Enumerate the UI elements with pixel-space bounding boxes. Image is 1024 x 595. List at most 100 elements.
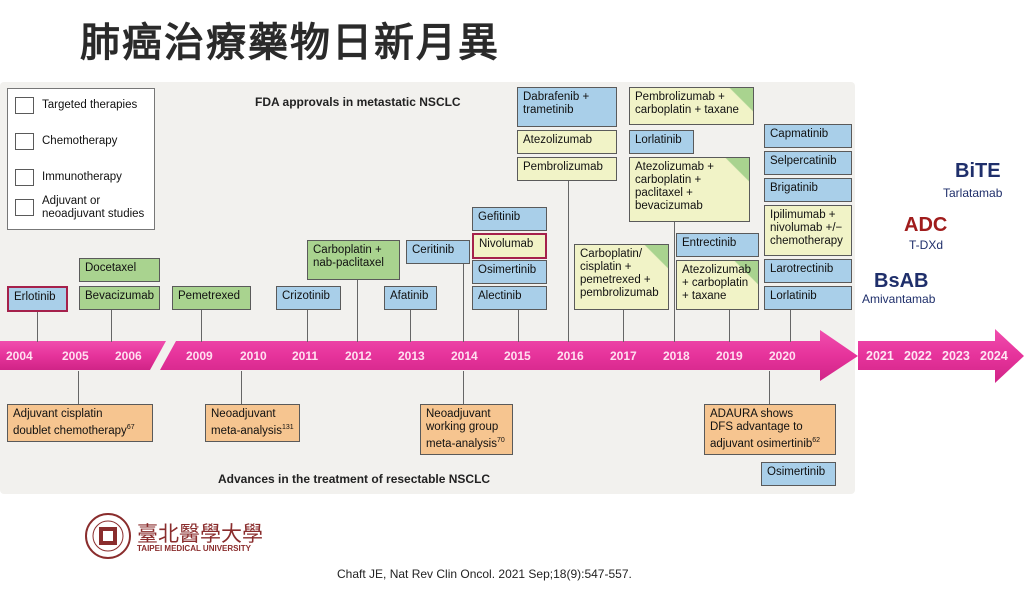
legend-swatch-immuno (15, 169, 34, 186)
approval-brigatinib: Brigatinib (764, 178, 852, 202)
timeline-arrow (0, 329, 1024, 383)
connector-line (241, 371, 242, 406)
fda-approvals-heading: FDA approvals in metastatic NSCLC (255, 95, 461, 109)
approval-osimertinib: Osimertinib (472, 260, 547, 284)
year-2023: 2023 (942, 349, 970, 363)
approval-alectinib: Alectinib (472, 286, 547, 310)
resectable-heading: Advances in the treatment of resectable … (218, 472, 491, 486)
legend-swatch-adjuvant (15, 199, 34, 216)
year-2006: 2006 (115, 349, 142, 363)
approval-bevacizumab: Bevacizumab (79, 286, 160, 310)
year-2020: 2020 (769, 349, 796, 363)
resectable-osimertinib: Osimertinib (761, 462, 836, 486)
approval-larotrectinib: Larotrectinib (764, 259, 852, 283)
new-agent-bsab-label: BsAB (874, 270, 929, 292)
university-logo-icon (85, 513, 131, 559)
connector-line (729, 310, 730, 342)
resectable-adaura: ADAURA shows DFS advantage to adjuvant o… (704, 404, 836, 455)
approval-atezolizumab-carboplatin-paclitaxel-bevacizumab: Atezolizumab + carboplatin + paclitaxel … (629, 157, 750, 222)
year-2019: 2019 (716, 349, 743, 363)
university-name-english: TAIPEI MEDICAL UNIVERSITY (137, 544, 251, 553)
university-name: 臺北醫學大學 (137, 522, 263, 546)
approval-dabrafenib-trametinib: Dabrafenib + trametinib (517, 87, 617, 127)
reference-superscript: 131 (281, 424, 294, 431)
year-2010: 2010 (240, 349, 267, 363)
approval-carboplatin-pemetrexed-pembrolizumab: Carboplatin/ cisplatin + pemetrexed + pe… (574, 244, 669, 310)
approval-selpercatinib: Selpercatinib (764, 151, 852, 175)
year-2017: 2017 (610, 349, 637, 363)
approval-ipilimumab-nivolumab-chemotherapy: Ipilimumab + nivolumab +/− chemotherapy (764, 205, 852, 256)
resectable-neoadjuvant-meta-analysis-text: Neoadjuvant meta-analysis (211, 408, 282, 437)
connector-line (463, 371, 464, 406)
new-agent-bite-label: BiTE (955, 160, 1001, 182)
approval-atezolizumab-carboplatin-taxane: Atezolizumab + carboplatin + taxane (676, 260, 759, 310)
year-2018: 2018 (663, 349, 690, 363)
approval-afatinib: Afatinib (384, 286, 437, 310)
legend-label-immuno: Immunotherapy (42, 171, 122, 183)
timeline-arrow-main (0, 341, 166, 370)
approval-pemetrexed: Pemetrexed (172, 286, 251, 310)
legend-label-chemo: Chemotherapy (42, 135, 118, 147)
year-2021: 2021 (866, 349, 894, 363)
timeline-arrow-segment (160, 330, 858, 381)
year-2009: 2009 (186, 349, 213, 363)
connector-line (463, 262, 464, 342)
connector-line (37, 312, 38, 342)
reference-superscript: 62 (812, 437, 821, 444)
approval-lorlatinib-2018: Lorlatinib (629, 130, 694, 154)
approval-pembrolizumab: Pembrolizumab (517, 157, 617, 181)
resectable-adaura-text: ADAURA shows DFS advantage to adjuvant o… (710, 408, 813, 450)
connector-line (78, 371, 79, 406)
connector-line (769, 371, 770, 406)
approval-atezolizumab: Atezolizumab (517, 130, 617, 154)
page-title: 肺癌治療藥物日新月異 (80, 20, 500, 66)
approval-gefitinib: Gefitinib (472, 207, 547, 231)
year-2012: 2012 (345, 349, 372, 363)
approval-lorlatinib-2020: Lorlatinib (764, 286, 852, 310)
connector-line (674, 222, 675, 342)
approval-capmatinib: Capmatinib (764, 124, 852, 148)
approval-ceritinib: Ceritinib (406, 240, 470, 264)
connector-line (410, 310, 411, 342)
reference-superscript: 70 (496, 437, 505, 444)
year-2016: 2016 (557, 349, 584, 363)
connector-line (568, 180, 569, 342)
new-agent-bite-drug: Tarlatamab (943, 186, 1003, 200)
resectable-neoadjuvant-meta-analysis: Neoadjuvant meta-analysis131 (205, 404, 300, 442)
year-2004: 2004 (6, 349, 33, 363)
connector-line (518, 310, 519, 342)
reference-superscript: 67 (126, 424, 135, 431)
approval-pembrolizumab-carboplatin-taxane: Pembrolizumab + carboplatin + taxane (629, 87, 754, 125)
resectable-neoadjuvant-working-group-text: Neoadjuvant working group meta-analysis (426, 408, 499, 450)
year-2011: 2011 (292, 349, 319, 363)
approval-crizotinib: Crizotinib (276, 286, 341, 310)
year-2024: 2024 (980, 349, 1008, 363)
legend-label-adjuvant: Adjuvant or neoadjuvant studies (42, 195, 145, 220)
connector-line (307, 310, 308, 342)
resectable-adjuvant-cisplatin: Adjuvant cisplatin doublet chemotherapy6… (7, 404, 153, 442)
legend-label-targeted: Targeted therapies (42, 99, 138, 111)
legend-swatch-targeted (15, 97, 34, 114)
year-2015: 2015 (504, 349, 531, 363)
connector-line (201, 310, 202, 342)
citation: Chaft JE, Nat Rev Clin Oncol. 2021 Sep;1… (337, 567, 632, 581)
new-agent-adc-label: ADC (904, 214, 948, 236)
approval-docetaxel: Docetaxel (79, 258, 160, 282)
connector-line (357, 280, 358, 342)
year-2013: 2013 (398, 349, 425, 363)
approval-erlotinib: Erlotinib (7, 286, 68, 312)
legend: Targeted therapies Chemotherapy Immunoth… (7, 88, 155, 230)
resectable-adjuvant-cisplatin-text: Adjuvant cisplatin doublet chemotherapy (13, 408, 127, 437)
legend-swatch-chemo (15, 133, 34, 150)
connector-line (623, 310, 624, 342)
approval-entrectinib: Entrectinib (676, 233, 759, 257)
connector-line (111, 310, 112, 342)
approval-carboplatin-nab-paclitaxel: Carboplatin + nab-paclitaxel (307, 240, 400, 280)
year-2005: 2005 (62, 349, 89, 363)
approval-nivolumab: Nivolumab (472, 233, 547, 259)
new-agent-bsab-drug: Amivantamab (862, 292, 936, 306)
year-2022: 2022 (904, 349, 932, 363)
timeline-arrow-future (858, 329, 1024, 383)
connector-line (790, 310, 791, 342)
resectable-neoadjuvant-working-group: Neoadjuvant working group meta-analysis7… (420, 404, 513, 455)
